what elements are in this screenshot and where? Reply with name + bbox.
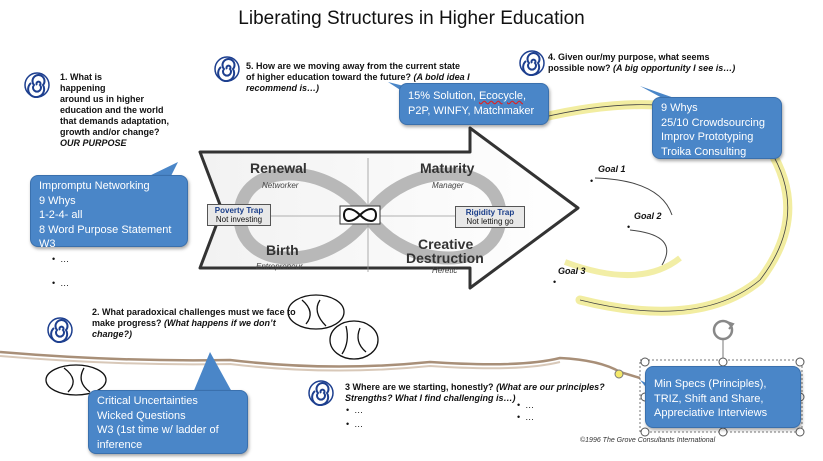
rigidity-trap-box: Rigidity Trap Not letting go: [455, 206, 525, 228]
question-1-line: around us in higher: [60, 94, 145, 104]
question-4: 4. Given our/my purpose, what seems poss…: [548, 52, 736, 73]
goal-arc-1: [594, 177, 673, 216]
bullet-item: • …: [346, 405, 364, 415]
callout-item: Wicked Questions: [97, 409, 186, 422]
callout-item: inference: [97, 438, 143, 451]
callout4-tail: [640, 86, 680, 100]
callout-item: P2P, WINFY, Matchmaker: [408, 104, 535, 117]
callout-item: Troika Consulting: [661, 145, 747, 158]
question-1-line: 1. What is: [60, 72, 103, 82]
ecocycle-maturity-role: Manager: [432, 181, 464, 190]
question-1-line: happening: [60, 83, 106, 93]
question-1-purpose: OUR PURPOSE: [60, 138, 127, 148]
question-1-line: education and the world: [60, 105, 164, 115]
ecocycle-renewal-role: Networker: [262, 181, 299, 190]
ecocycle-center-loop: [342, 208, 378, 222]
callout-item: 8 Word Purpose Statement: [39, 223, 172, 236]
callout-item: TRIZ, Shift and Share,: [654, 392, 764, 405]
callout-item: 15% Solution, Ecocycle,: [408, 90, 527, 102]
callout-item: W3: [39, 238, 56, 250]
callout-item: W3 (1st time w/ ladder of: [97, 424, 219, 436]
callout-future-structures[interactable]: 15% Solution, Ecocycle, P2P, WINFY, Matc…: [399, 83, 549, 125]
ecocycle-creative-role: Heretic: [432, 266, 458, 275]
goal-2-dot: •: [627, 222, 631, 232]
spiral-icon: [47, 317, 73, 343]
bullet-item: • …: [52, 254, 70, 264]
goal-1-dot: •: [590, 176, 594, 186]
goal-2-label: Goal 2: [634, 211, 662, 221]
journey-path: [0, 350, 641, 380]
goal-arc-2: [629, 229, 668, 266]
goal-1-label: Goal 1: [598, 164, 626, 174]
callout-item: Appreciative Interviews: [654, 407, 768, 419]
bullet-item: • …: [517, 400, 535, 410]
goal-3-dot: •: [553, 277, 557, 287]
callout-item: Min Specs (Principles),: [654, 378, 767, 390]
question-1-line: growth and/or change?: [60, 127, 160, 137]
ecocycle-birth-role: Entrepreneur: [256, 262, 303, 271]
bullet-item: • …: [52, 278, 70, 288]
spiral-icon: [214, 56, 240, 82]
callout-item: 9 Whys: [661, 102, 698, 114]
callout-purpose-structures[interactable]: Impromptu Networking 9 Whys 1-2-4- all 8…: [30, 175, 188, 250]
ecocycle-maturity: Maturity: [420, 160, 475, 176]
spiral-icon: [24, 72, 50, 98]
poverty-trap-box: Poverty Trap Not investing: [207, 204, 271, 226]
paradox-ovals: [45, 294, 379, 396]
copyright-note: ©1996 The Grove Consultants Internationa…: [580, 437, 716, 444]
question-2: 2. What paradoxical challenges must we f…: [92, 307, 296, 339]
question-1-line: that demands adaptation,: [60, 116, 170, 126]
page-title: Liberating Structures in Higher Educatio…: [238, 8, 585, 29]
callout-item: Impromptu Networking: [39, 180, 150, 192]
question-5: 5. How are we moving away from the curre…: [246, 61, 470, 93]
callout-item: Critical Uncertainties: [97, 395, 198, 407]
callout-item: 25/10 Crowdsourcing: [661, 116, 765, 129]
spiral-icon: [308, 380, 334, 406]
callout-item: 1-2-4- all: [39, 209, 83, 221]
bullet-item: • …: [346, 419, 364, 429]
spiral-icon: [519, 50, 545, 76]
question-1: 1. What is happening around us in higher…: [60, 72, 190, 149]
callout2-tail: [190, 352, 232, 400]
callout-item: Improv Prototyping: [661, 131, 754, 143]
goal-arc-3: [563, 255, 682, 278]
bullet-item: • …: [517, 412, 535, 422]
rotate-handle-icon: [712, 319, 735, 341]
ecocycle-renewal: Renewal: [250, 160, 307, 176]
callout-possibilities-structures[interactable]: 9 Whys 25/10 Crowdsourcing Improv Protot…: [652, 97, 782, 159]
callout-starting-structures[interactable]: Min Specs (Principles), TRIZ, Shift and …: [645, 366, 801, 428]
callout-paradox-structures[interactable]: Critical Uncertainties Wicked Questions …: [88, 390, 248, 454]
question-3: 3 Where are we starting, honestly? (What…: [345, 382, 605, 403]
goal-3-label: Goal 3: [558, 266, 586, 276]
callout-item: 9 Whys: [39, 194, 76, 207]
ecocycle-creative: Creative: [418, 236, 474, 252]
ecocycle-birth: Birth: [266, 242, 299, 258]
ecocycle-destruction: Destruction: [406, 250, 484, 266]
